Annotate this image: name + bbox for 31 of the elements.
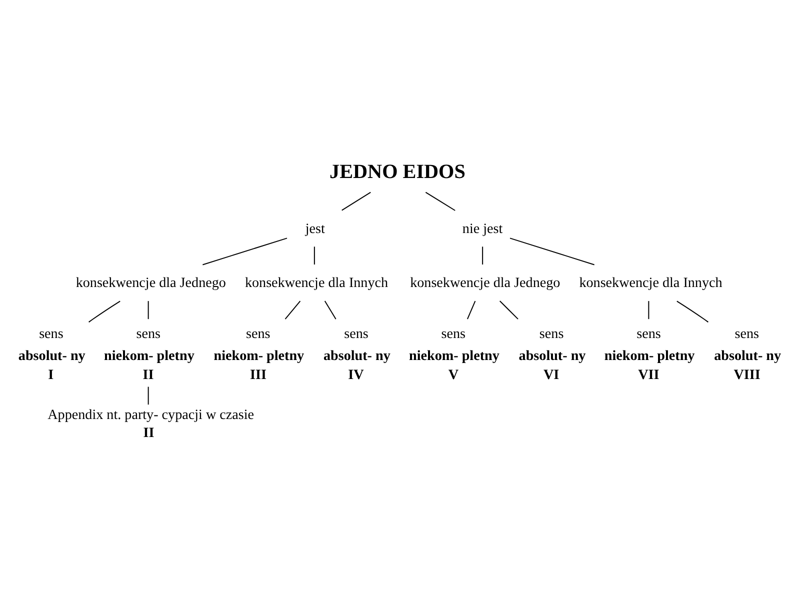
connector — [88, 300, 120, 322]
node-text: konsekwencje dla Innych — [579, 274, 722, 291]
node-text: nie jest — [462, 220, 503, 236]
connector — [467, 300, 476, 319]
connector — [324, 300, 336, 319]
connector — [648, 300, 650, 319]
node-text: sens niekom- pletny VII — [604, 325, 695, 383]
connector — [148, 386, 149, 404]
node-text: sens niekom- pletny II — [104, 325, 194, 383]
connector — [676, 300, 708, 322]
connector — [148, 300, 149, 319]
connector — [482, 246, 484, 264]
node-text: konsekwencje dla Jednego — [410, 274, 560, 291]
connector — [499, 300, 518, 319]
node-text: sens absolut- ny IV — [323, 325, 390, 383]
node-text: JEDNO EIDOS — [330, 160, 466, 183]
node-text: sens niekom- pletny V — [409, 325, 500, 383]
node-text: sens absolut- ny VI — [518, 325, 586, 383]
node-text: konsekwencje dla Innych — [244, 274, 388, 291]
node-text: jest — [305, 220, 325, 236]
connector — [284, 300, 301, 319]
connector — [342, 191, 371, 210]
node-text: sens niekom- pletny III — [214, 325, 304, 383]
connector — [314, 246, 315, 264]
node-text: sens absolut- ny I — [18, 325, 86, 383]
connector — [202, 237, 288, 265]
node-text: Appendix nt. party- cypacji w czasie II — [48, 406, 254, 441]
node-text: konsekwencje dla Jednego — [76, 274, 226, 291]
connector — [425, 191, 456, 210]
node-text: sens absolut- ny VIII — [714, 325, 782, 383]
connector — [510, 237, 594, 265]
